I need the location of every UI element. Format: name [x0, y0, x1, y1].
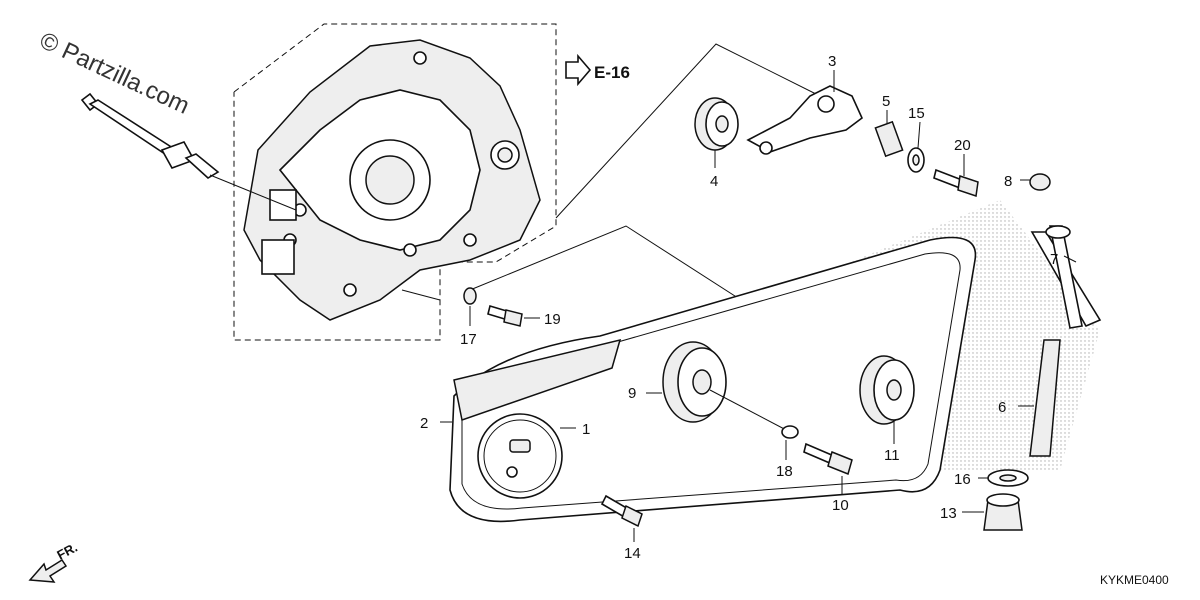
callout-6: 6 [998, 399, 1006, 416]
washer-18 [781, 425, 799, 439]
leader-line [917, 121, 921, 149]
bolt-14 [600, 494, 643, 528]
diagram-code: KYKME0400 [1100, 573, 1169, 587]
callout-13: 13 [940, 505, 957, 522]
crankcase-boundary [233, 23, 557, 341]
watermark: © Partzilla.com [35, 27, 193, 120]
callout-8: 8 [1004, 173, 1012, 190]
sealing-bolt-13 [983, 493, 1023, 531]
callout-19: 19 [544, 311, 561, 328]
cam-sprocket-4 [694, 97, 739, 151]
callout-10: 10 [832, 497, 849, 514]
callout-20: 20 [954, 137, 971, 154]
callout-14: 14 [624, 545, 641, 562]
callout-9: 9 [628, 385, 636, 402]
collar-5 [874, 120, 904, 158]
callout-4: 4 [710, 173, 718, 190]
crankcase-bolt [80, 92, 220, 179]
callout-18: 18 [776, 463, 793, 480]
leader-line [1063, 255, 1077, 263]
bolt-10 [803, 442, 853, 476]
e16-reference-label: E-16 [594, 63, 630, 82]
washer-16 [987, 469, 1029, 487]
callout-3: 3 [828, 53, 836, 70]
leader-line [401, 289, 441, 301]
callout-16: 16 [954, 471, 971, 488]
crankcase-cover [243, 39, 541, 321]
callout-15: 15 [908, 105, 925, 122]
cap-8 [1029, 173, 1051, 191]
callout-2: 2 [420, 415, 428, 432]
lifter-tube-7 [1030, 225, 1102, 329]
leader-line [709, 389, 791, 433]
front-direction-label: FR. [54, 540, 80, 563]
tensioner-arm-3 [746, 85, 863, 155]
leader-line [555, 43, 821, 219]
washer-17 [463, 287, 477, 305]
callout-1: 1 [582, 421, 590, 438]
e16-reference: E-16 [565, 53, 630, 87]
tensioner-spring-6 [1029, 339, 1061, 457]
bolt-19 [487, 304, 523, 327]
bolt-20 [933, 168, 979, 197]
sprocket-1 [477, 413, 563, 499]
washer-15 [907, 147, 925, 173]
callout-17: 17 [460, 331, 477, 348]
callout-5: 5 [882, 93, 890, 110]
leader-line [209, 174, 297, 211]
callout-7: 7 [1050, 251, 1058, 268]
guide-roller-9 [662, 341, 727, 423]
callout-11: 11 [884, 447, 900, 464]
front-direction-indicator: FR. [28, 540, 80, 583]
sprocket-11 [859, 355, 915, 425]
